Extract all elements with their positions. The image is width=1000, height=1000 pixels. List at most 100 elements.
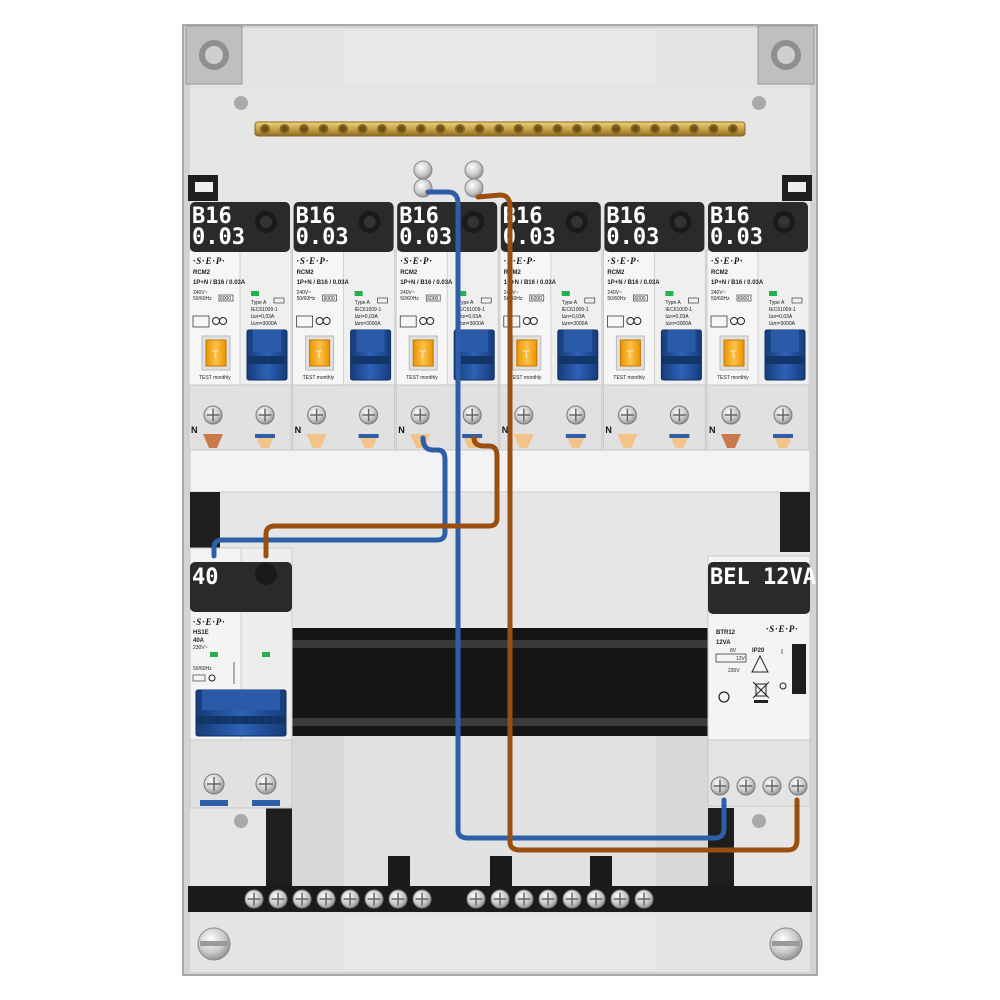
main-switch-neutral-screw [203,773,225,795]
ce-mark-icon [718,691,730,703]
terminal-bar-screw [466,889,486,909]
comb-bus-pin [306,434,327,448]
freq-text: 50/60Hz [607,296,626,302]
toggle-handle[interactable] [246,329,288,381]
brand-logo: ·S·E·P· [400,256,433,266]
wire-blue-supply [425,189,727,841]
brand-logo: ·S·E·P· [297,256,330,266]
terminal-bar-screw [586,889,606,909]
rating-label: B16 [606,204,646,229]
wire-brown-supply [475,192,800,853]
comb-bus-pin [513,434,534,448]
rating-label: B16 [296,204,336,229]
neutral-terminal-screw [617,405,637,425]
model-text: RCM2 [607,270,625,276]
freq-text: 50/60Hz [504,296,523,302]
test-label: TEST monthly [406,375,438,381]
model-text: HS1E [193,630,209,636]
rated-residual-current: I∆n=0,03A [251,314,275,320]
output-voltage-1: 8V [730,648,737,654]
rated-residual-current: I∆n=0,03A [562,314,586,320]
transformer-switch[interactable] [792,644,806,694]
test-button[interactable]: T [512,335,542,371]
brand-logo: ·S·E·P· [193,256,226,266]
type-text: Type A [562,300,578,306]
model-text: RCM2 [193,270,211,276]
neutral-terminal-screw [514,405,534,425]
toggle-handle[interactable] [764,329,806,381]
terminal-bar-screw [292,889,312,909]
transformer-terminal-screw [736,776,756,796]
bell-icon [751,654,769,673]
test-button[interactable]: T [408,335,438,371]
neutral-terminal-screw [410,405,430,425]
live-terminal-screw [359,405,379,425]
neutral-marking: N [191,425,198,435]
voltage-text: 240V~ [297,290,312,296]
corner-screw-bottom-left [197,927,231,961]
input-voltage: 230V [728,668,740,674]
voltage-text: 240V~ [193,290,208,296]
rated-residual-current: I∆n=0,03A [665,314,689,320]
type-text: Type A [665,300,681,306]
brand-logo: ·S·E·P· [711,256,744,266]
rated-residual-current: I∆n=0,03A [458,314,482,320]
certification-mark-icon [399,315,417,328]
terminal-bar-screw [412,889,432,909]
standard-text: IEC61009-1 [769,307,796,313]
current-text: 40A [193,638,205,644]
rated-making-current: I∆m=3000A [562,321,589,327]
main-switch-live-screw [255,773,277,795]
test-button[interactable]: T [201,335,231,371]
freq-text: 50/60Hz [297,296,316,302]
sensitivity-label: 0.03 [296,225,349,250]
spec-text: 1P+N / B16 / 0.03A [297,280,350,286]
toggle-handle[interactable] [660,329,702,381]
terminal-bars [188,856,812,912]
live-terminal-screw [773,405,793,425]
rated-making-current: I∆m=3000A [251,321,278,327]
type-text: Type A [355,300,371,306]
power-text: 12VA [716,640,731,646]
terminal-bar-screw [562,889,582,909]
breaking-capacity: 6000 [324,296,335,302]
svg-text:T: T [730,349,737,361]
neutral-terminal-screw [721,405,741,425]
terminal-bar-screw [610,889,630,909]
wiring [211,189,800,853]
toggle-handle[interactable] [557,329,599,381]
output-voltage-2: 12V [736,656,746,662]
test-button[interactable]: T [719,335,749,371]
spec-text: 1P+N / B16 / 0.03A [711,280,764,286]
standard-text: IEC61009-1 [458,307,485,313]
toggle-handle[interactable] [453,329,495,381]
test-label: TEST monthly [613,375,645,381]
breaking-capacity: 6000 [220,296,231,302]
terminal-bar-screw [340,889,360,909]
certification-mark-icon [296,315,313,328]
certification-mark-icon [710,315,728,328]
comb-bus-pin [203,434,223,448]
main-switch-handle[interactable] [195,689,287,737]
brand-logo: ·S·E·P· [504,256,537,266]
rating-label: B16 [710,204,750,229]
spec-text: 1P+N / B16 / 0.03A [193,280,246,286]
sensitivity-label: 0.03 [606,225,659,250]
model-text: RCM2 [711,270,729,276]
lower-din-rail [292,628,708,736]
toggle-handle[interactable] [350,329,392,381]
breaking-capacity: 6000 [738,296,749,302]
rating-label: B16 [399,204,439,229]
terminal-bar-screw [268,889,288,909]
neutral-terminal-screw [203,405,223,425]
test-button[interactable]: T [615,335,645,371]
standard-text: IEC61009-1 [562,307,589,313]
test-button[interactable]: T [305,335,335,371]
model-text: RCM2 [504,270,522,276]
neutral-marking: N [398,425,405,435]
live-terminal-screw [255,405,275,425]
transformer-terminal-screw [710,776,730,796]
